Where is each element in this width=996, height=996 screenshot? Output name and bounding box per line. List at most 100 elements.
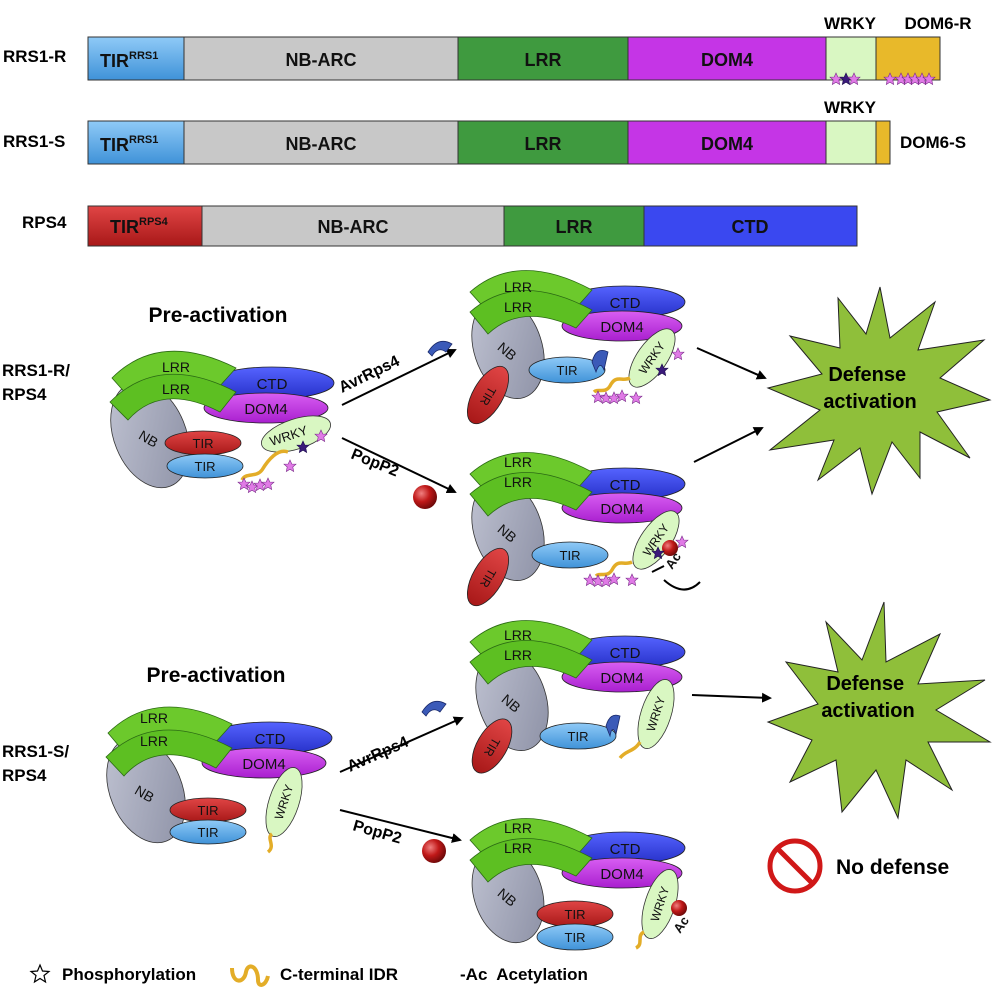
svg-text:Defense activation: Defense activation (821, 673, 914, 722)
svg-text:CTD: CTD (610, 645, 641, 662)
svg-text:CTD: CTD (610, 477, 641, 494)
rrs1r-dom4-domain (627, 36, 827, 81)
rrs1r-lrr-domain (457, 36, 629, 81)
arrow-r-avr (341, 349, 457, 406)
defense-burst-r (766, 286, 992, 496)
complex-s-popp2: CTD DOM4 NB LRR LRR TIR TIR WRKY Ac (469, 818, 692, 951)
panel-s-pair-line2: RPS4 (2, 766, 47, 785)
arrow-s-popp2 (339, 809, 462, 843)
svg-text:CTD: CTD (255, 731, 286, 748)
no-entry-icon (767, 838, 823, 894)
rrs1s-tir-domain (87, 120, 185, 165)
dom4-ellipse (203, 392, 329, 424)
tir-rps4-label: TIR (193, 436, 214, 451)
svg-text:LRR: LRR (504, 647, 532, 663)
rps4-ctd-domain (643, 205, 858, 247)
arrow-s-to-defense (691, 692, 772, 703)
svg-text:LRR: LRR (504, 454, 532, 470)
arrow-s-avr (339, 716, 464, 773)
complex-s-avr: CTD DOM4 NB LRR LRR TIR TIR WRKY (469, 620, 686, 774)
panel-s-pair-line1: RRS1-S/ (2, 742, 69, 761)
svg-text:TIRRRS1: TIRRRS1 (100, 134, 158, 155)
rps4-name: RPS4 (22, 213, 67, 232)
rrs1s-wrky-label: WRKY (824, 98, 877, 117)
no-defense-label: No defense (836, 856, 949, 879)
legend: Phosphorylation C-terminal IDR -Ac Acety… (29, 963, 588, 987)
rrs1r-wrky-label: WRKY (824, 14, 877, 33)
svg-text:LRR: LRR (504, 627, 532, 643)
popp2-icon-s (422, 839, 446, 863)
svg-text:LRR: LRR (140, 710, 168, 726)
svg-text:TIR: TIR (198, 803, 219, 818)
rps4-nbarc-domain (201, 205, 505, 247)
defense-label-s-line2: activation (821, 700, 914, 722)
svg-text:TIR: TIR (568, 729, 589, 744)
rrs1r-lrr-label: LRR (525, 50, 562, 70)
svg-text:TIR: TIR (198, 825, 219, 840)
rrs1r-dom4-label: DOM4 (701, 50, 753, 70)
svg-text:TIR: TIR (560, 548, 581, 563)
rrs1s-name: RRS1-S (3, 132, 65, 151)
rrs1r-wrky-domain (825, 36, 877, 81)
rps4-tir-label: TIR (110, 217, 139, 237)
rrs1s-nbarc-label: NB-ARC (286, 134, 357, 154)
avrrps4-icon-s (421, 700, 447, 717)
rrs1s-tir-label: TIR (100, 135, 129, 155)
panel-r-heading: Pre-activation (149, 304, 288, 327)
idr-squiggle (240, 449, 289, 482)
svg-text:DOM4: DOM4 (600, 670, 643, 687)
acetyl-label-s: Ac (670, 913, 692, 935)
tir-rrs1-label: TIR (195, 459, 216, 474)
svg-text:Defense activation: Defense activation (823, 364, 916, 413)
lrr-arc-lower (109, 373, 237, 421)
rrs1s-dom6-label: DOM6-S (900, 133, 966, 152)
complex-r-avr: CTD DOM4 NB LRR LRR TIR TIR WRKY (466, 270, 686, 425)
svg-text:DOM4: DOM4 (600, 501, 643, 518)
lrr-label-2: LRR (162, 381, 190, 397)
avrrps4-icon (427, 340, 453, 357)
complex-r-pre: CTD DOM4 NB LRR LRR TIR TIR WRKY (109, 350, 335, 493)
svg-text:LRR: LRR (504, 299, 532, 315)
rrs1r-tir-label: TIR (100, 51, 129, 71)
panel-s-effector1: AvrRps4 (345, 734, 412, 776)
ctd-label: CTD (257, 376, 288, 393)
rrs1s-dom6-domain (875, 120, 891, 165)
rps4-tir-sup: RPS4 (139, 216, 169, 228)
idr-legend-icon (230, 964, 270, 987)
svg-text:TIR: TIR (557, 363, 578, 378)
panel-r-effector2: PopP2 (349, 446, 402, 480)
svg-text:LRR: LRR (504, 279, 532, 295)
tir-rrs1-ellipse (166, 453, 244, 479)
rrs1r-nbarc-label: NB-ARC (286, 50, 357, 70)
legend-idr: C-terminal IDR (280, 965, 398, 984)
phospho-star-icon (29, 963, 51, 984)
svg-text:DOM4: DOM4 (600, 866, 643, 883)
rrs1s-lrr-domain (457, 120, 629, 165)
rrs1s-lrr-label: LRR (525, 134, 562, 154)
svg-text:CTD: CTD (610, 295, 641, 312)
svg-text:LRR: LRR (504, 840, 532, 856)
svg-text:LRR: LRR (504, 474, 532, 490)
legend-acetyl: -Ac Acetylation (460, 965, 588, 984)
defense-burst-s (766, 601, 992, 820)
svg-text:LRR: LRR (504, 820, 532, 836)
complex-s-pre: CTD DOM4 NB LRR LRR TIR TIR WRKY (105, 706, 333, 854)
lrr-label-1: LRR (162, 359, 190, 375)
rrs1s-wrky-domain (825, 120, 877, 165)
rrs1s-dom4-label: DOM4 (701, 134, 753, 154)
dom4-label: DOM4 (244, 401, 287, 418)
arrow-r-to-defense-1 (696, 347, 767, 380)
rrs1r-dom6-label: DOM6-R (904, 14, 971, 33)
rrs1r-name: RRS1-R (3, 47, 66, 66)
svg-text:CTD: CTD (610, 841, 641, 858)
rps4-nbarc-label: NB-ARC (318, 217, 389, 237)
complex-r-popp2: CTD DOM4 NB LRR LRR TIR TIR WRKY Ac (466, 452, 701, 607)
svg-text:TIRRRS1: TIRRRS1 (100, 50, 158, 71)
rrs1r-tir-domain (87, 36, 185, 81)
rrs1s-nbarc-domain (183, 120, 459, 165)
defense-label-r: Defense (828, 364, 906, 386)
svg-text:TIR: TIR (565, 907, 586, 922)
rrs1s-tir-sup: RRS1 (129, 134, 158, 146)
svg-text:TIR: TIR (565, 930, 586, 945)
